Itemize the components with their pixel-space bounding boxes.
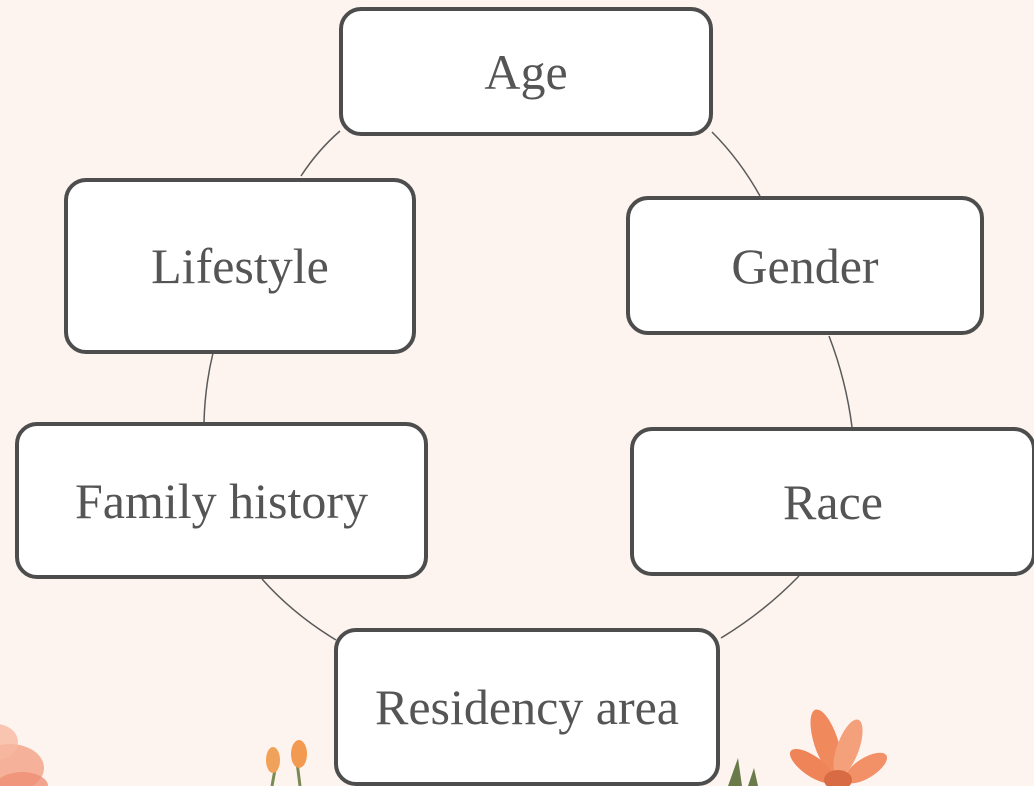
node-lifestyle: Lifestyle: [64, 178, 416, 354]
node-age: Age: [339, 7, 713, 136]
node-residency-area: Residency area: [334, 628, 720, 786]
node-gender: Gender: [626, 196, 984, 335]
connector-family-lifestyle: [203, 352, 214, 423]
connector-residency-family: [261, 578, 337, 641]
connector-gender-race: [828, 335, 853, 428]
flower-right-icon: [728, 709, 888, 786]
node-family-history: Family history: [15, 422, 428, 579]
decorative-flowers: [0, 709, 888, 786]
flower-left-icon: [0, 724, 48, 786]
cycle-connectors: [203, 130, 853, 641]
node-race: Race: [630, 427, 1034, 576]
connector-age-gender: [711, 131, 761, 197]
flower-buds-icon: [266, 740, 307, 786]
connector-lifestyle-age: [300, 130, 341, 177]
connector-race-residency: [720, 575, 800, 639]
